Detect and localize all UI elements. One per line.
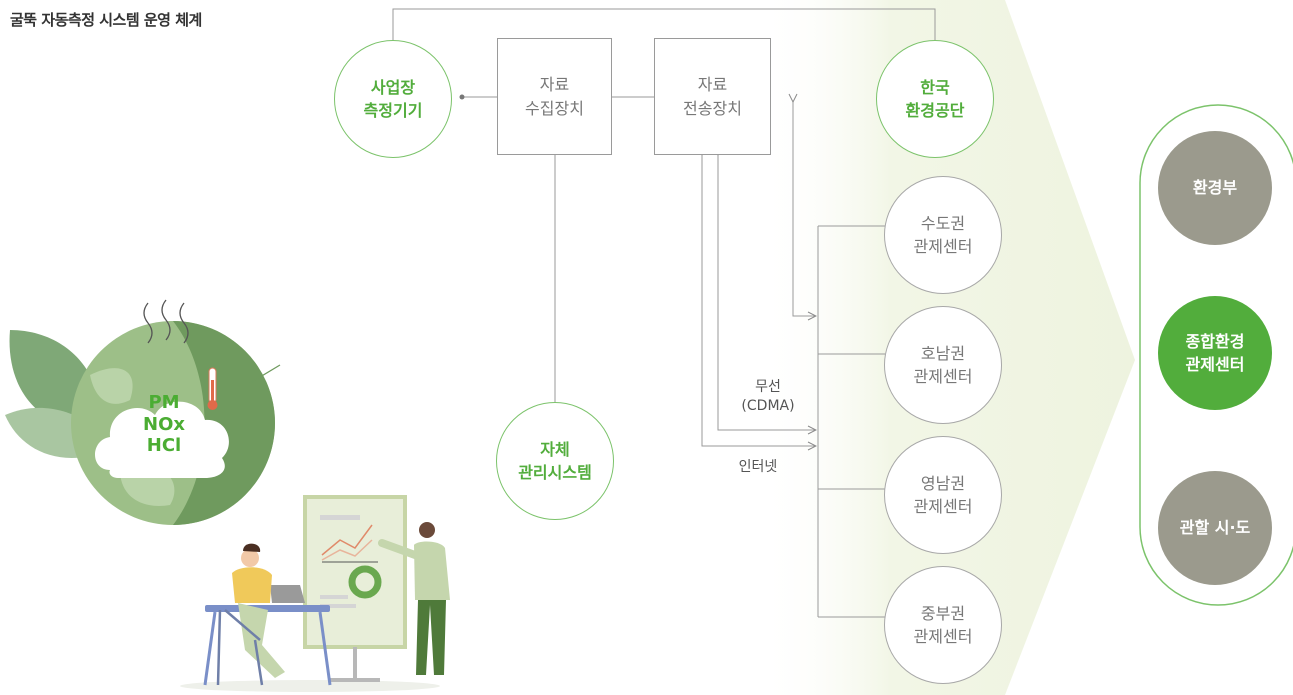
node-ministry-of-environment: 환경부 bbox=[1158, 131, 1272, 245]
pollutant-labels: PM NOx HCl bbox=[120, 392, 208, 457]
node-data-collector: 자료 수집장치 bbox=[497, 38, 612, 155]
connector-lines bbox=[392, 8, 936, 618]
office-illustration bbox=[180, 495, 450, 692]
node-self-management-system: 자체 관리시스템 bbox=[496, 402, 614, 520]
pollutant-pm: PM bbox=[148, 392, 180, 413]
node-honam-control-center: 호남권 관제센터 bbox=[884, 306, 1002, 424]
label-internet: 인터넷 bbox=[738, 459, 778, 475]
page-title: 굴뚝 자동측정 시스템 운영 체계 bbox=[10, 11, 202, 29]
node-site-measuring-device: 사업장 측정기기 bbox=[334, 40, 452, 158]
node-korea-environment-corp: 한국 환경공단 bbox=[876, 40, 994, 158]
label-wireless-cdma: 무선 (CDMA) bbox=[741, 379, 795, 414]
node-local-government: 관할 시·도 bbox=[1158, 471, 1272, 585]
earth-illustration bbox=[5, 299, 281, 525]
node-data-transmitter: 자료 전송장치 bbox=[654, 38, 771, 155]
pollutant-nox: NOx bbox=[143, 413, 185, 435]
node-yeongnam-control-center: 영남권 관제센터 bbox=[884, 436, 1002, 554]
node-central-control-center: 중부권 관제센터 bbox=[884, 566, 1002, 684]
pollutant-hcl: HCl bbox=[146, 435, 182, 457]
connector-dot bbox=[459, 94, 465, 100]
node-capital-control-center: 수도권 관제센터 bbox=[884, 176, 1002, 294]
node-integrated-control-center: 종합환경 관제센터 bbox=[1158, 296, 1272, 410]
